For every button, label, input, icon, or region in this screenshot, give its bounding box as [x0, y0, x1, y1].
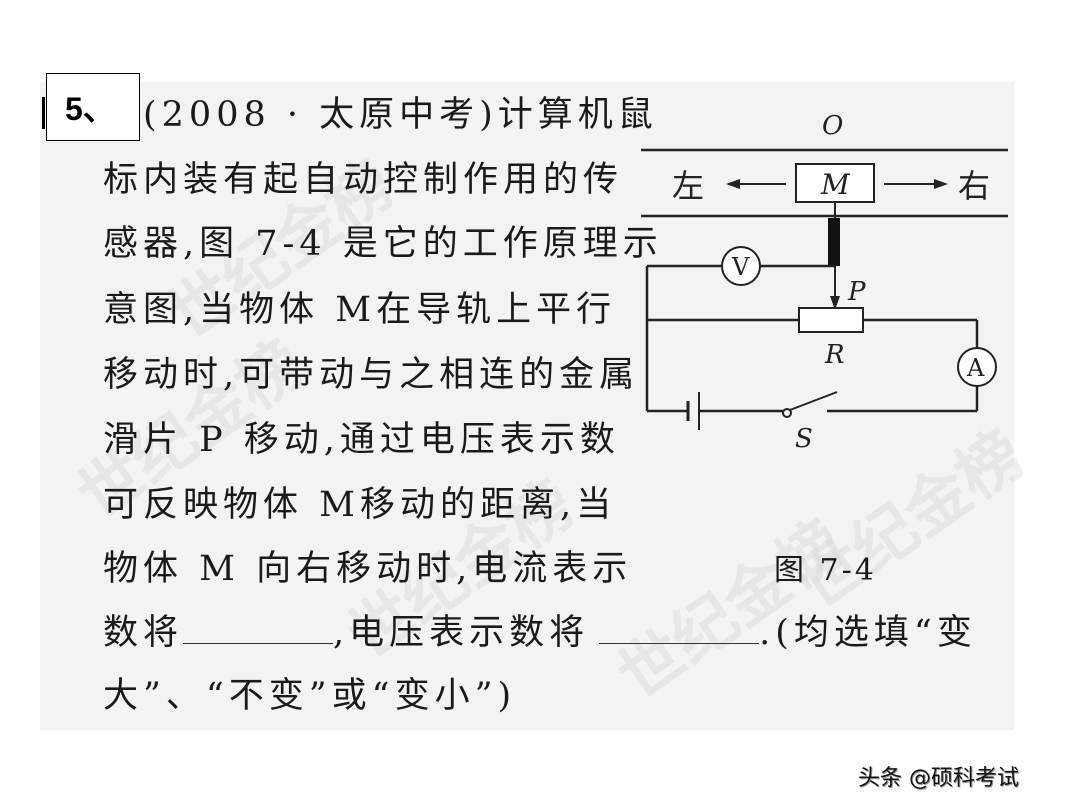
label-left: 左 [672, 167, 704, 205]
resistor-r [798, 307, 864, 333]
label-a: A [966, 354, 985, 382]
connecting-rod [828, 218, 840, 266]
switch-s-lever [789, 391, 838, 411]
question-line-4: 意图,当物体 M在导轨上平行 [103, 290, 617, 330]
label-r: R [824, 340, 845, 370]
label-s: S [795, 424, 813, 454]
label-m: M [820, 168, 851, 201]
question-line-7: 可反映物体 M移动的距离,当 [103, 485, 617, 525]
question-line-5: 移动时,可带动与之相连的金属 [103, 355, 640, 395]
question-line-2: 标内装有起自动控制作用的传 [103, 160, 624, 200]
question-line-8: 物体 M 向右移动时,电流表示 [103, 549, 633, 589]
answer-blank-current[interactable] [183, 613, 334, 644]
left-marker-bar [42, 97, 45, 129]
question-line-6: 滑片 P 移动,通过电压表示数 [103, 420, 620, 460]
question-line-1: (2008 · 太原中考)计算机鼠 [143, 95, 658, 135]
figure-caption: 图 7-4 [774, 553, 877, 588]
arrow-left-icon [726, 179, 740, 189]
switch-pivot-icon [782, 408, 792, 418]
line9-text-a: 数将 [103, 613, 184, 653]
question-line-9: 数将 ,电压表示数将 .(均选填“变 [103, 613, 977, 653]
slider-p-arrow-icon [830, 296, 840, 310]
question-line-3: 感器,图 7-4 是它的工作原理示 [103, 224, 663, 264]
label-v: V [731, 253, 750, 281]
question-number-text: 5、 [65, 91, 115, 127]
question-number: 5、 [46, 73, 140, 141]
line9-text-c: .(均选填“变 [759, 613, 977, 653]
label-p: P [847, 277, 866, 307]
question-line-10: 大”、“不变”或“变小”) [103, 676, 517, 716]
source-credit: 头条 @硕科考试 [858, 766, 1019, 791]
label-right: 右 [958, 167, 990, 205]
label-origin-o: O [822, 111, 843, 141]
answer-blank-voltage[interactable] [599, 613, 760, 644]
voltmeter-icon [721, 246, 761, 286]
line9-text-b: ,电压表示数将 [333, 613, 590, 653]
arrow-right-icon [934, 179, 948, 189]
